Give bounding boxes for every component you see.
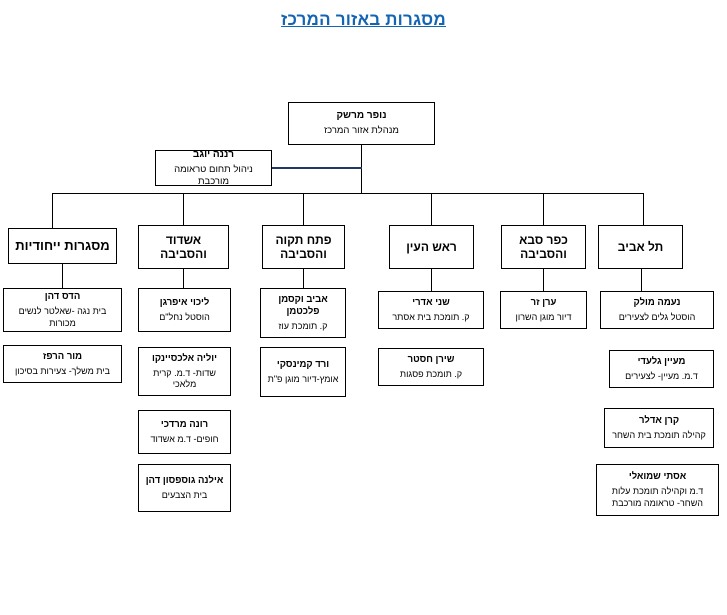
node-tel-aviv-0[interactable]: נעמה מולק הוסטל גלים לצעירים: [600, 291, 714, 329]
dept-header-tel-aviv-label: תל אביב: [617, 240, 664, 254]
node-tel-aviv-2-name: קרן אדלר: [638, 414, 680, 426]
dept-header-rosh-haayin-label: ראש העין: [406, 240, 457, 254]
connector-drop-rosh-haayin: [431, 193, 432, 225]
node-rosh-haayin-1-role: ק. תומכת פסגות: [399, 368, 463, 379]
node-rosh-haayin-1-name: שירן חסטר: [407, 353, 455, 365]
node-petah-tikva-0[interactable]: אביב וקסמן פלכטמן ק. תומכת עוז: [260, 288, 346, 338]
node-special-0[interactable]: הדס דהן בית נגה -שאלטר לנשים מכורות: [3, 288, 122, 332]
node-special-1[interactable]: מור הרפז בית משלך- צעירות בסיכון: [3, 345, 122, 383]
node-staff-trauma[interactable]: רננה יוגב ניהול תחום טראומה מורכבת: [155, 149, 272, 187]
node-ashdod-1-name: יוליה אלכסיינקו: [151, 352, 218, 364]
dept-header-rosh-haayin[interactable]: ראש העין: [389, 225, 474, 269]
connector-petah-tikva-child: [303, 269, 304, 288]
connector-special-child: [62, 264, 63, 288]
node-tel-aviv-2-role: קהילה תומכת בית השחר: [612, 429, 706, 440]
node-rosh-haayin-0-name: שני אדרי: [412, 296, 450, 308]
dept-header-petah-tikva[interactable]: פתח תקוה והסביבה: [262, 225, 345, 269]
node-ashdod-2-name: רונה מרדכי: [160, 418, 209, 430]
connector-kfar-saba-child: [543, 269, 544, 291]
node-petah-tikva-1-name: ורד קמינסקי: [276, 358, 330, 370]
node-tel-aviv-0-name: נעמה מולק: [633, 296, 681, 308]
node-special-0-role: בית נגה -שאלטר לנשים מכורות: [18, 306, 107, 328]
node-tel-aviv-1[interactable]: מעיין גלעדי ד.מ. מעיין- לצעירים: [609, 350, 714, 388]
node-ashdod-3[interactable]: אילנה גוספסון דהן בית הצבעים: [138, 464, 231, 512]
connector-main-bus: [52, 193, 644, 194]
connector-drop-kfar-saba: [543, 193, 544, 225]
connector-drop-petah-tikva: [303, 193, 304, 225]
node-ashdod-3-name: אילנה גוספסון דהן: [145, 474, 224, 486]
node-ashdod-2[interactable]: רונה מרדכי חופים- ד.מ אשדוד: [138, 410, 231, 454]
connector-staff-horizontal: [272, 167, 362, 169]
connector-ashdod-child: [183, 269, 184, 288]
connector-root-vertical: [361, 145, 362, 193]
node-rosh-haayin-1[interactable]: שירן חסטר ק. תומכת פסגות: [378, 348, 484, 386]
node-kfar-saba-0-name: ערן זר: [530, 296, 557, 308]
node-petah-tikva-1[interactable]: ורד קמינסקי אומץ-דיור מוגן פ"ת: [260, 347, 346, 397]
dept-header-petah-tikva-label: פתח תקוה והסביבה: [275, 233, 332, 261]
node-petah-tikva-1-role: אומץ-דיור מוגן פ"ת: [267, 373, 339, 384]
node-tel-aviv-1-name: מעיין גלעדי: [637, 355, 686, 367]
connector-tel-aviv-child: [641, 269, 642, 291]
node-ashdod-2-role: חופים- ד.מ אשדוד: [150, 433, 219, 444]
node-special-1-role: בית משלך- צעירות בסיכון: [15, 365, 111, 376]
connector-drop-ashdod: [183, 193, 184, 225]
node-petah-tikva-0-name: אביב וקסמן פלכטמן: [278, 293, 328, 317]
node-tel-aviv-0-role: הוסטל גלים לצעירים: [618, 311, 696, 322]
node-tel-aviv-2[interactable]: קרן אדלר קהילה תומכת בית השחר: [604, 408, 714, 448]
node-petah-tikva-0-role: ק. תומכת עוז: [278, 320, 328, 331]
node-ashdod-3-role: בית הצבעים: [161, 489, 208, 500]
node-staff-role: ניהול תחום טראומה מורכבת: [174, 164, 253, 187]
dept-header-ashdod[interactable]: אשדוד והסביבה: [138, 225, 229, 269]
node-ashdod-1-role: שדות- ד.מ. קרית מלאכי: [153, 367, 216, 390]
node-ashdod-0[interactable]: ליכוי איפרגן הוסטל נחל"ם: [138, 288, 231, 332]
node-rosh-haayin-0[interactable]: שני אדרי ק. תומכת בית אסתר: [378, 291, 484, 329]
node-ashdod-0-name: ליכוי איפרגן: [159, 296, 210, 308]
node-special-1-name: מור הרפז: [42, 350, 83, 362]
node-tel-aviv-3-role: ד.מ וקהילה תומכת עלות השחר- טראומה מורכב…: [611, 486, 704, 508]
node-kfar-saba-0-role: דיור מוגן השרון: [515, 311, 572, 322]
page-title: מסגרות באזור המרכז: [281, 10, 446, 29]
node-staff-name: רננה יוגב: [192, 149, 235, 160]
connector-drop-tel-aviv: [643, 193, 644, 225]
node-rosh-haayin-0-role: ק. תומכת בית אסתר: [392, 311, 470, 322]
dept-header-kfar-saba[interactable]: כפר סבא והסביבה: [501, 225, 586, 269]
dept-header-kfar-saba-label: כפר סבא והסביבה: [519, 233, 568, 261]
node-root[interactable]: נופר מרשק מנהלת אזור המרכז: [288, 102, 435, 145]
dept-header-special[interactable]: מסגרות ייחודיות: [8, 228, 117, 264]
node-ashdod-0-role: הוסטל נחל"ם: [159, 311, 210, 322]
dept-header-tel-aviv[interactable]: תל אביב: [598, 225, 683, 269]
node-tel-aviv-1-role: ד.מ. מעיין- לצעירים: [625, 370, 698, 381]
node-ashdod-1[interactable]: יוליה אלכסיינקו שדות- ד.מ. קרית מלאכי: [138, 347, 231, 396]
node-tel-aviv-3-name: אסתי שמואלי: [628, 471, 687, 482]
dept-header-ashdod-label: אשדוד והסביבה: [160, 233, 207, 261]
dept-header-special-label: מסגרות ייחודיות: [15, 238, 110, 253]
connector-drop-special: [52, 193, 53, 228]
node-root-role: מנהלת אזור המרכז: [324, 125, 399, 137]
connector-rosh-haayin-child: [431, 269, 432, 291]
node-kfar-saba-0[interactable]: ערן זר דיור מוגן השרון: [500, 291, 587, 329]
node-root-name: נופר מרשק: [336, 110, 387, 122]
node-special-0-name: הדס דהן: [44, 291, 81, 302]
node-tel-aviv-3[interactable]: אסתי שמואלי ד.מ וקהילה תומכת עלות השחר- …: [596, 464, 719, 516]
